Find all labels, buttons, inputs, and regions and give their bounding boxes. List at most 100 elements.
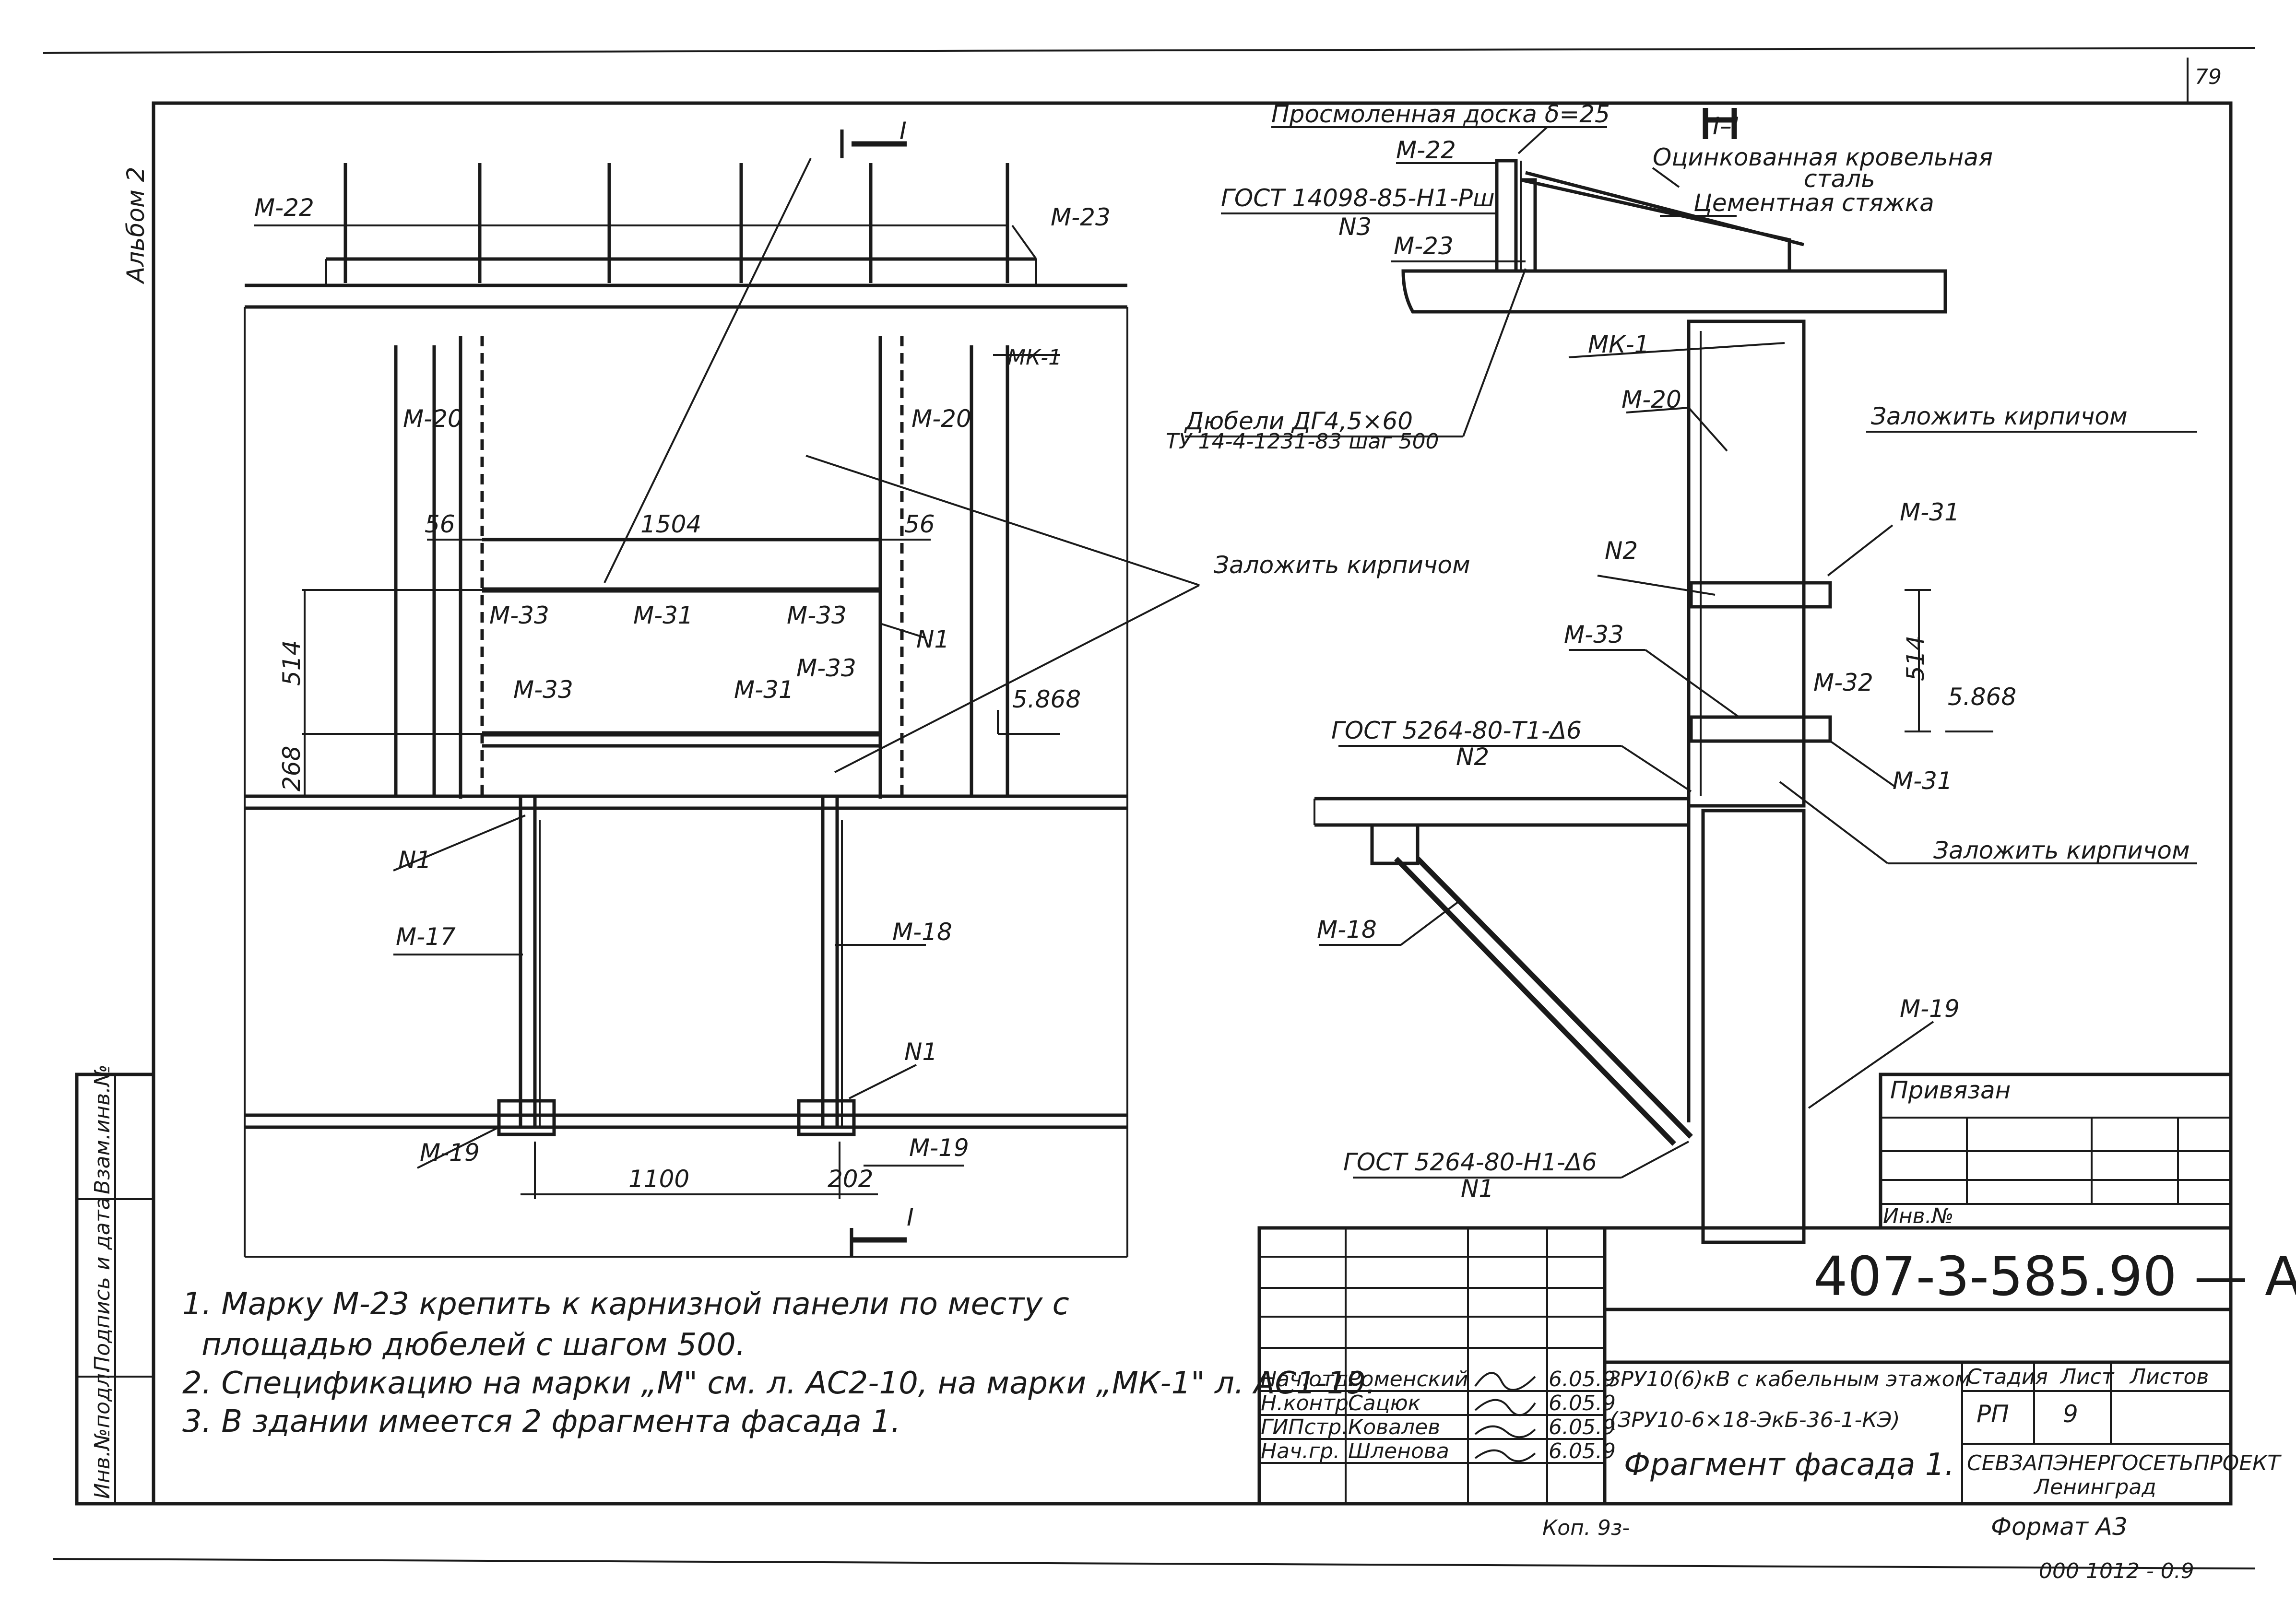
label-n1-lower: N1 [398,846,431,874]
date-1: 6.05.9 [1549,1367,1616,1391]
format-label: Формат А3 [1991,1513,2128,1541]
label-mk1-section: МК-1 [1588,330,1650,358]
title-block [1257,1073,2233,1506]
col-sheet: Лист [2059,1365,2115,1389]
label-m20-right: М-20 [911,405,971,433]
section-title: I–I [1713,112,1739,140]
label-m31-bottom: М-31 [734,676,794,704]
side-stamp [75,1073,155,1506]
section-marker-bottom: I [907,1203,914,1231]
note-1-cont: площадью дюбелей с шагом 500. [201,1327,746,1363]
section-marker-top: I [899,117,907,145]
note-3: 3. В здании имеется 2 фрагмента фасада 1… [182,1404,900,1439]
label-gost-14098: ГОСТ 14098-85-Н1-Рш [1221,184,1495,212]
date-2: 6.05.9 [1549,1391,1616,1415]
label-m32: М-32 [1813,669,1873,696]
label-n2-weld: N2 [1456,743,1489,771]
label-m22: М-22 [254,194,314,222]
album-label: Альбом 2 [122,167,150,284]
stage-value: РП [1976,1400,2009,1428]
dim-202: 202 [828,1165,873,1193]
label-m31-top-section: М-31 [1900,498,1960,526]
label-n1-window: N1 [916,625,949,653]
label-m31-bottom-section: М-31 [1893,767,1953,795]
label-m33-top-left: М-33 [489,601,549,629]
role-norm-control: Н.контр. [1261,1391,1355,1415]
label-m33-top-right: М-33 [787,601,847,629]
name-shlenova: Шленова [1348,1439,1449,1463]
label-gost-5264-t1: ГОСТ 5264-80-Т1-Δ6 [1331,717,1582,744]
sheet-frame [43,47,2255,1569]
sheet-value: 9 [2063,1400,2078,1428]
label-m19-right: М-19 [909,1134,969,1162]
label-m31-top: М-31 [633,601,693,629]
name-satsyuk: Сацюк [1348,1391,1421,1415]
signature-3 [1474,1425,1536,1438]
label-m18: М-18 [892,918,952,946]
label-m20-section: М-20 [1621,386,1681,413]
label-m23-section: М-23 [1394,232,1454,260]
note-2: 2. Спецификацию на марки „М" см. л. АС2-… [182,1366,1376,1401]
label-tarred-board: Просмоленная доска δ=25 [1271,100,1610,128]
label-m19-left: М-19 [420,1139,480,1167]
archive-number: 000 1012 - 0.9 [2039,1559,2194,1583]
dim-56-left: 56 [425,510,455,538]
label-gost-5264-h1: ГОСТ 5264-80-Н1-Δ6 [1343,1148,1597,1176]
document-code: 407-3-585.90 — АС2 [1813,1246,2296,1308]
dim-1504: 1504 [640,510,701,538]
label-galvanized-steel-2: сталь [1804,165,1875,193]
label-brick-infill-upper: Заложить кирпичом [1871,402,2128,430]
section-view [1185,108,2197,1244]
title-attached-label: Привязан [1890,1076,2011,1104]
label-m23: М-23 [1051,203,1111,231]
label-brick-infill: Заложить кирпичом [1214,551,1470,579]
dim-1100: 1100 [628,1165,689,1193]
dim-level-5868-section: 5.868 [1948,683,2016,711]
label-brick-infill-lower: Заложить кирпичом [1933,837,2190,864]
side-stamp-inventory: Инв.№подл. [90,1367,115,1499]
label-mk1: МК-1 [1007,345,1062,370]
label-dowels-spec: ТУ 14-4-1231-83 шаг 500 [1166,429,1439,454]
label-n3: N3 [1338,213,1372,241]
organization-name: СЕВЗАПЭНЕРГОСЕТЬПРОЕКТ [1967,1451,2282,1475]
dim-514-section: 514 [1902,636,1929,681]
label-m20-left: М-20 [403,405,463,433]
note-1: 1. Марку М-23 крепить к карнизной панели… [182,1286,1069,1322]
name-kovalev: Ковалев [1348,1415,1440,1439]
dim-268: 268 [278,746,306,791]
role-head-dept: Нач.отд. [1261,1367,1355,1391]
role-head-group: Нач.гр. [1261,1439,1340,1463]
label-m17: М-17 [396,923,456,951]
signature-2 [1474,1399,1536,1416]
copy-mark: Коп. 9з- [1542,1516,1630,1540]
label-m18-section: М-18 [1317,916,1377,943]
label-galvanized-steel: Оцинкованная кровельная [1653,143,1993,171]
name-romensky: Роменский [1348,1367,1468,1391]
signature-4 [1474,1449,1536,1462]
role-chief-engineer: ГИПстр. [1261,1415,1348,1439]
dim-56-right: 56 [904,510,935,538]
sheet-title: Фрагмент фасада 1. [1624,1447,1954,1483]
side-stamp-replacement: Взам.инв.№ [90,1064,115,1194]
organization-city: Ленинград [2033,1475,2156,1499]
label-m19-section: М-19 [1900,995,1960,1023]
col-stage: Стадия [1967,1365,2048,1389]
side-stamp-signature: Подпись и дата [90,1197,115,1372]
signature-1 [1474,1372,1536,1391]
date-3: 6.05.9 [1549,1415,1616,1439]
label-n2: N2 [1605,537,1638,565]
label-dowels: Дюбели ДГ4,5×60 [1184,407,1413,435]
label-m33-bottom-right: М-33 [796,654,856,682]
label-m33-bottom-left: М-33 [513,676,573,704]
col-sheets: Листов [2129,1365,2209,1389]
label-m33-section: М-33 [1564,621,1624,648]
dim-514-facade: 514 [278,640,306,686]
label-m22-section: М-22 [1396,136,1456,164]
title-inventory-label: Инв.№ [1883,1204,1953,1228]
sheet-number: 79 [2195,65,2222,89]
label-n1-weld: N1 [1461,1175,1494,1202]
label-cement-screed: Цементная стяжка [1693,189,1934,217]
project-code: (ЗРУ10-6×18-ЭкБ-36-1-КЭ) [1610,1408,1900,1432]
